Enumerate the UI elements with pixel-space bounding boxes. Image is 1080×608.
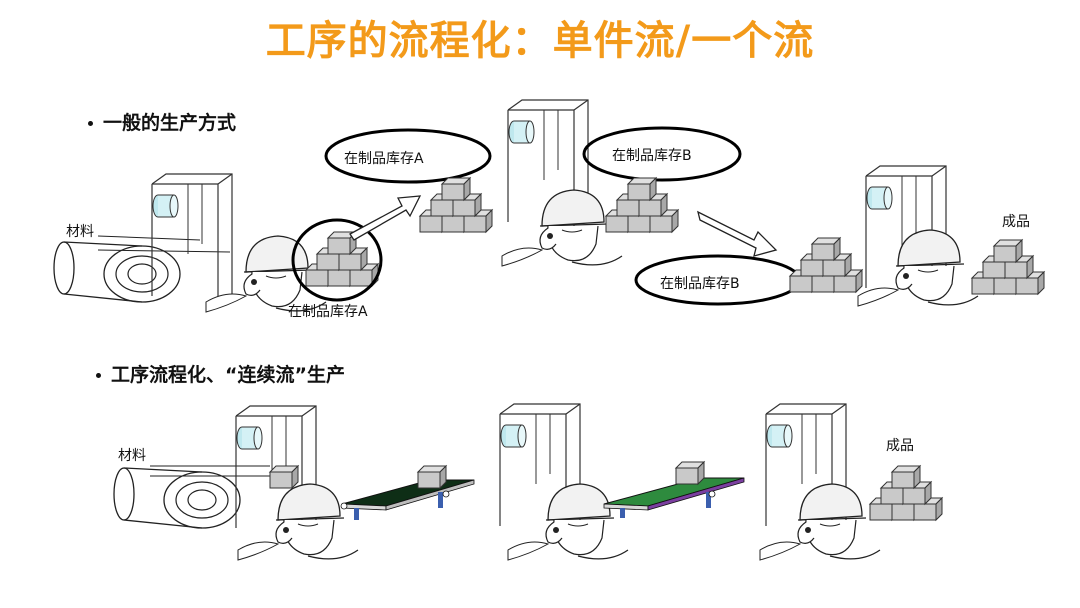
single-piece-2 [417, 465, 447, 489]
wip-b-label-top: 在制品库存B [612, 148, 692, 164]
single-piece-1 [269, 465, 299, 489]
section-heading-conventional: 一般的生产方式 [88, 108, 236, 135]
wip-a-label-bottom: 在制品库存A [288, 304, 368, 320]
worker-5 [507, 483, 629, 561]
finished-stack-bottom [870, 466, 942, 520]
bullet-icon [96, 373, 101, 378]
material-label: 材料 [66, 224, 94, 240]
section-heading-text: 工序流程化、“连续流”生产 [111, 364, 345, 386]
worker-2 [501, 189, 623, 267]
material-label-2: 材料 [118, 448, 146, 464]
worker-3 [857, 229, 979, 307]
wip-b-label-bottom: 在制品库存B [660, 276, 740, 292]
page-title: 工序的流程化：单件流/一个流 [265, 18, 815, 64]
finished-label-bottom: 成品 [886, 438, 914, 454]
bullet-icon [88, 121, 93, 126]
finished-label-top: 成品 [1002, 214, 1030, 230]
conveyor-1 [340, 479, 475, 520]
wip-stack-a2 [420, 178, 492, 232]
finished-stack-top [972, 240, 1044, 294]
wip-stack-a1 [306, 232, 378, 286]
wip-b-callout-top [582, 126, 742, 182]
section-heading-text: 一般的生产方式 [103, 112, 237, 134]
material-roll-2 [113, 467, 241, 529]
worker-6 [759, 483, 881, 561]
wip-highlight-circle [291, 218, 383, 302]
wip-a-label-top: 在制品库存A [344, 151, 424, 167]
wip-stack-b1 [606, 178, 678, 232]
section-heading-continuous: 工序流程化、“连续流”生产 [96, 360, 345, 387]
wip-stack-b2 [790, 238, 862, 292]
flow-arrow-1 [349, 195, 422, 241]
wip-a-callout [324, 128, 492, 184]
single-piece-3 [675, 461, 705, 485]
worker-4 [237, 483, 359, 561]
flow-arrow-2 [697, 210, 778, 257]
conveyor-2 [603, 477, 745, 518]
